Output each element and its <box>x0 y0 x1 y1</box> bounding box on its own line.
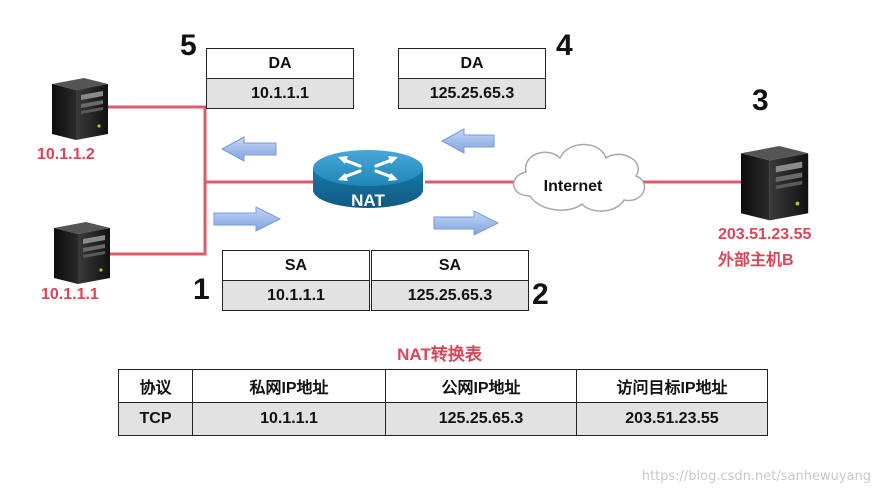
arrow-left-icon <box>440 128 495 154</box>
arrow-right-icon <box>433 210 500 236</box>
router-icon: NAT <box>313 150 423 210</box>
table-header-cell: 公网IP地址 <box>385 369 577 403</box>
packet-field-value: 10.1.1.1 <box>223 280 369 310</box>
nat-table-title: NAT转换表 <box>397 345 482 364</box>
cloud-label: Internet <box>544 178 603 195</box>
table-header-cell: 协议 <box>118 369 193 403</box>
packet-field-label: SA <box>284 257 308 274</box>
router-label: NAT <box>351 191 385 210</box>
packet-field-label: DA <box>460 55 484 72</box>
external-host-name: 外部主机B <box>718 252 794 269</box>
links <box>100 105 748 256</box>
table-cell: 10.1.1.1 <box>192 402 386 436</box>
server-icon <box>52 78 108 140</box>
link-top-host <box>100 105 207 182</box>
packet-box-2: SA 125.25.65.3 <box>371 250 529 311</box>
packet-field-label: DA <box>268 55 292 72</box>
packet-field-value: 125.25.65.3 <box>399 78 545 108</box>
step-number-2: 2 <box>532 278 549 311</box>
step-number-3: 3 <box>752 84 769 117</box>
table-row: TCP 10.1.1.1 125.25.65.3 203.51.23.55 <box>118 402 768 436</box>
host-ip-label: 10.1.1.2 <box>37 146 95 163</box>
packet-field-value: 10.1.1.1 <box>207 78 353 108</box>
table-header-row: 协议 私网IP地址 公网IP地址 访问目标IP地址 <box>118 369 768 403</box>
step-number-4: 4 <box>556 29 573 62</box>
table-cell: 203.51.23.55 <box>576 402 768 436</box>
server-icon <box>741 146 809 221</box>
table-cell: TCP <box>118 402 193 436</box>
arrows <box>213 128 500 236</box>
nat-table: 协议 私网IP地址 公网IP地址 访问目标IP地址 TCP 10.1.1.1 1… <box>118 369 768 436</box>
packet-box-1: SA 10.1.1.1 <box>222 250 370 311</box>
arrow-left-icon <box>220 136 277 162</box>
table-cell: 125.25.65.3 <box>385 402 577 436</box>
host-ip-label: 10.1.1.1 <box>41 286 99 303</box>
packet-field-value: 125.25.65.3 <box>372 280 528 310</box>
step-number-1: 1 <box>193 273 210 306</box>
arrow-right-icon <box>213 206 282 232</box>
table-header-cell: 访问目标IP地址 <box>576 369 768 403</box>
step-number-5: 5 <box>180 29 197 62</box>
packet-box-5: DA 10.1.1.1 <box>206 48 354 109</box>
packet-box-4: DA 125.25.65.3 <box>398 48 546 109</box>
watermark: https://blog.csdn.net/sanhewuyang <box>641 469 871 484</box>
server-icon <box>54 222 110 284</box>
external-host-ip: 203.51.23.55 <box>718 226 812 243</box>
table-header-cell: 私网IP地址 <box>192 369 386 403</box>
link-bottom-host <box>100 182 207 256</box>
cloud-icon: Internet <box>513 143 646 212</box>
packet-field-label: SA <box>438 257 462 274</box>
